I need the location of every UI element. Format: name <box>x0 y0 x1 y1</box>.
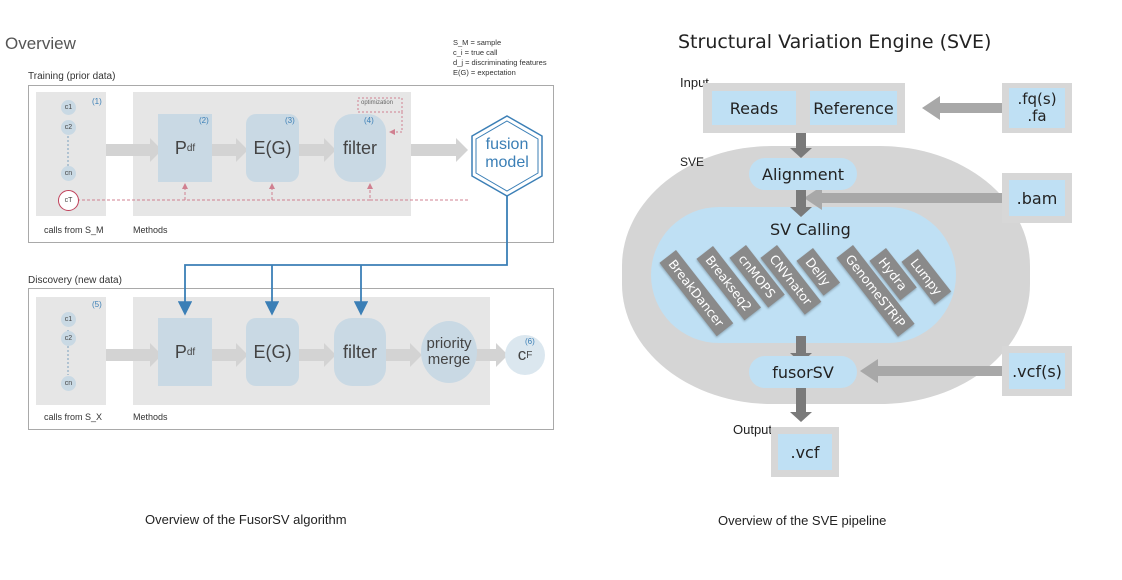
arrow-right <box>411 138 468 162</box>
training-title: Training (prior data) <box>28 71 116 82</box>
arrow-right <box>386 343 422 367</box>
fusion-model-line: model <box>485 154 529 171</box>
bam-box: .bam <box>1009 180 1065 216</box>
fusorsv-connectors <box>67 97 543 375</box>
arrow-right <box>299 343 336 367</box>
priority-merge-node: priority merge <box>421 321 477 383</box>
legend-item: E(G) = expectation <box>453 68 516 77</box>
sve-caption: Overview of the SVE pipeline <box>718 513 887 528</box>
step-number: (6) <box>525 337 535 346</box>
legend: S_M = sample c_i = true call d_j = discr… <box>453 38 547 78</box>
priority-merge-line: merge <box>427 351 471 368</box>
fusion-model-label: fusion model <box>474 136 540 172</box>
pdf-subscript: df <box>186 346 196 358</box>
sve-label: SVE <box>680 155 705 169</box>
fq-box: .fq(s) .fa <box>1009 88 1065 128</box>
true-call-bubble: cT <box>58 190 79 211</box>
optimization-label: optimization <box>361 100 394 106</box>
methods-label: Methods <box>133 225 168 235</box>
step-number: (2) <box>199 116 209 125</box>
overview-title: Overview <box>5 34 76 53</box>
methods-label: Methods <box>133 412 168 422</box>
input-label: Input <box>680 75 709 90</box>
filter-node: filter <box>334 114 386 182</box>
eg-node: E(G) <box>246 114 299 182</box>
arrow-left <box>860 359 1002 383</box>
calls-label: calls from S_M <box>44 225 104 235</box>
legend-item: d_j = discriminating features <box>453 58 547 67</box>
cf-subscript: F <box>526 349 533 361</box>
fusion-model-line: fusion <box>485 136 529 153</box>
arrow-down <box>790 133 812 158</box>
priority-merge-line: priority <box>426 335 472 352</box>
legend-item: c_i = true call <box>453 48 498 57</box>
filter-node: filter <box>334 318 386 386</box>
discovery-title: Discovery (new data) <box>28 275 122 286</box>
step-number: (3) <box>285 116 295 125</box>
step-number: (1) <box>92 97 102 106</box>
fusorsv-node: fusorSV <box>749 356 857 388</box>
fusorsv-caption: Overview of the FusorSV algorithm <box>145 512 347 527</box>
arrow-down <box>790 188 812 217</box>
step-number: (4) <box>364 116 374 125</box>
arrow-right <box>476 343 508 367</box>
calls-label: calls from S_X <box>44 412 103 422</box>
step-number: (5) <box>92 300 102 309</box>
legend-item: S_M = sample <box>453 38 502 47</box>
fq-line: .fq(s) <box>1017 90 1057 108</box>
sv-calling-label: SV Calling <box>770 220 851 239</box>
fq-line: .fa <box>1027 107 1047 125</box>
pdf-label: P <box>174 341 187 362</box>
call-bubble: c1 <box>61 312 76 327</box>
arrow-right <box>299 138 336 162</box>
call-bubble: c2 <box>61 120 76 135</box>
vcf-box: .vcf <box>778 434 832 470</box>
eg-node: E(G) <box>246 318 299 386</box>
call-bubble: c2 <box>61 331 76 346</box>
arrow-right <box>212 343 248 367</box>
pdf-label: P <box>174 137 187 158</box>
pdf-subscript: df <box>186 142 196 154</box>
alignment-node: Alignment <box>749 158 857 190</box>
call-bubble: c1 <box>61 100 76 115</box>
arrow-right <box>212 138 248 162</box>
arrow-right <box>106 138 162 162</box>
call-bubble: cn <box>61 376 76 391</box>
vcfs-box: .vcf(s) <box>1009 353 1065 389</box>
feedback-dashed <box>77 183 373 201</box>
arrow-down <box>790 388 812 422</box>
output-label: Output <box>733 422 773 437</box>
cf-label: c <box>517 345 527 364</box>
sve-title: Structural Variation Engine (SVE) <box>678 31 992 53</box>
call-bubble: cn <box>61 166 76 181</box>
reference-box: Reference <box>810 91 897 125</box>
arrow-left <box>922 96 1002 120</box>
fusion-model-connector <box>177 196 508 316</box>
arrow-left <box>804 186 1002 210</box>
reads-box: Reads <box>712 91 796 125</box>
arrow-right <box>106 343 162 367</box>
